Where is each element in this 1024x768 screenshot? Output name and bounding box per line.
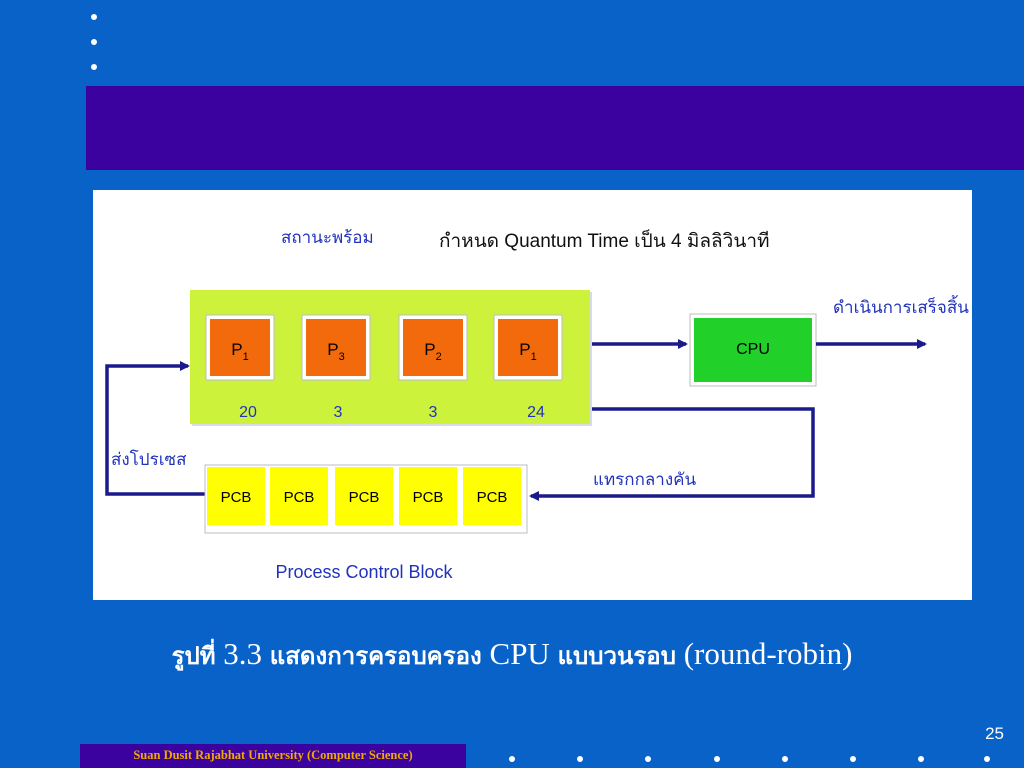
pcb-block: PCB [463,467,521,525]
decorative-dot [645,756,651,762]
burst-time-value: 3 [334,404,343,421]
svg-text:P1: P1 [519,340,536,363]
decorative-dot [984,756,990,762]
decorative-dot [918,756,924,762]
pcb-block: PCB [399,467,457,525]
decorative-dot [782,756,788,762]
pcb-block: PCB [335,467,393,525]
pcb-block: PCB [207,467,265,525]
decorative-dot [91,39,97,45]
process-subscript: 1 [243,351,249,363]
process-name: P [519,340,530,359]
svg-text:PCB: PCB [284,489,315,506]
title-band [86,86,1024,170]
process-box-p1: P1 [205,314,275,381]
figure-panel: สถานะพร้อม กำหนด Quantum Time เป็น 4 มิล… [93,190,972,600]
svg-text:P2: P2 [424,340,441,363]
burst-time-value: 3 [429,404,438,421]
svg-text:PCB: PCB [477,489,508,506]
svg-text:PCB: PCB [413,489,444,506]
quantum-time-label: กำหนด Quantum Time เป็น 4 มิลลิวินาที [439,228,770,252]
svg-text:PCB: PCB [349,489,380,506]
process-name: P [327,340,338,359]
svg-text:PCB: PCB [221,489,252,506]
cpu-label: CPU [736,341,770,358]
burst-time-value: 20 [239,404,257,421]
ready-state-label: สถานะพร้อม [281,228,374,247]
process-name: P [231,340,242,359]
svg-text:P3: P3 [327,340,344,363]
svg-text:P1: P1 [231,340,248,363]
cpu-box: CPU [689,313,817,387]
page-number: 25 [985,724,1004,743]
decorative-dot [714,756,720,762]
process-box-p3: P3 [301,314,371,381]
process-subscript: 1 [531,351,537,363]
send-process-label: ส่งโปรเซส [111,449,187,469]
round-robin-diagram: สถานะพร้อม กำหนด Quantum Time เป็น 4 มิล… [105,228,969,582]
process-name: P [424,340,435,359]
footer-label: Suan Dusit Rajabhat University (Computer… [80,744,466,768]
decorative-dot [91,64,97,70]
process-subscript: 3 [339,351,345,363]
process-box-p1-second: P1 [493,314,563,381]
burst-time-value: 24 [527,404,545,421]
arrow-interrupt [529,407,815,501]
pcb-block: PCB [270,467,328,525]
figure-caption: รูปที่ 3.3 แสดงการครอบครอง CPU แบบวนรอบ … [171,636,853,671]
decorative-dot [509,756,515,762]
pcb-caption: Process Control Block [275,562,453,582]
process-subscript: 2 [436,351,442,363]
decorative-dot [577,756,583,762]
done-label: ดำเนินการเสร็จสิ้น [833,295,969,317]
decorative-dot [91,14,97,20]
interrupt-label: แทรกกลางคัน [593,470,697,489]
decorative-dot [850,756,856,762]
arrow-send-process [105,361,205,496]
process-box-p2: P2 [398,314,468,381]
